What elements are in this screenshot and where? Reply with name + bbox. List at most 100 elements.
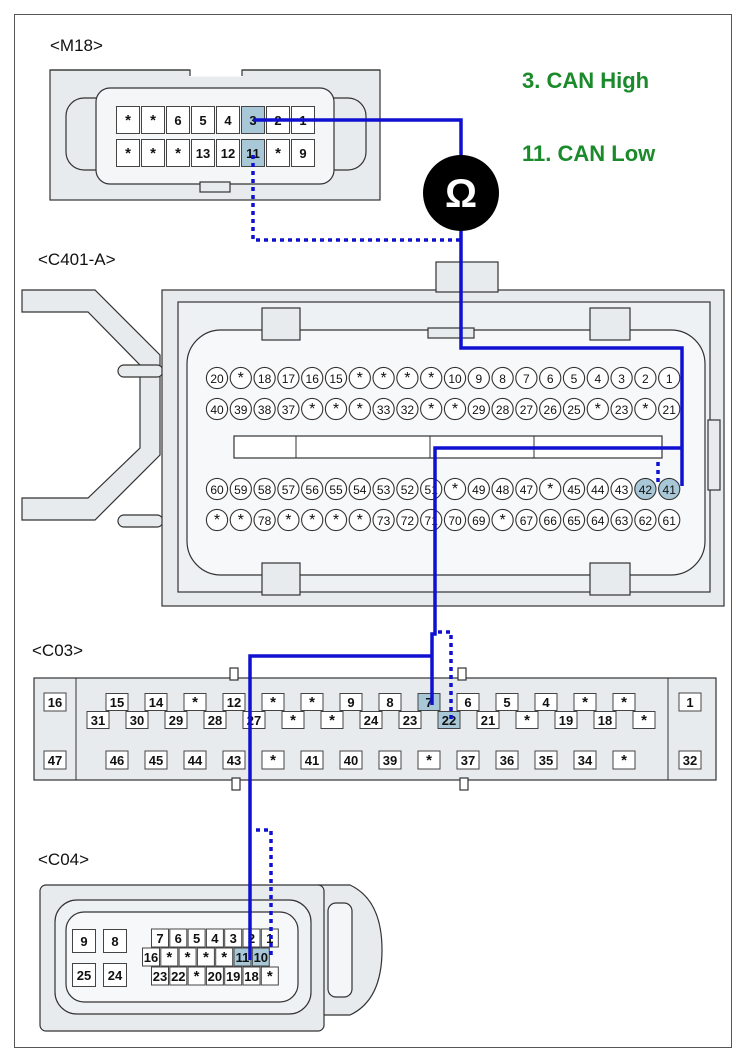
c03-pin-unused: * <box>270 752 276 769</box>
c04-pin-9-box <box>72 929 96 953</box>
c03-pin-43-box <box>222 750 246 770</box>
m18-top-edge <box>50 69 380 76</box>
m18-pin-unused-box <box>141 139 165 167</box>
c401a-pin-23-circle <box>610 397 633 421</box>
c401a-pin-unused: * <box>333 512 339 529</box>
c04-latch-slot <box>327 902 353 998</box>
c03-pin-unused-box <box>612 693 636 711</box>
c401a-pin-38-circle <box>253 397 276 421</box>
c401a-pin-29: 29 <box>472 403 486 417</box>
c401a-pin-49-circle <box>467 477 490 501</box>
c401a-pin-15-circle <box>324 366 348 390</box>
c401a-pin-67-circle <box>515 508 538 532</box>
c401a-pin-unused: * <box>452 401 458 418</box>
c04-pin-23: 23 <box>153 969 167 984</box>
ohmmeter-icon <box>423 155 499 231</box>
m18-pin-6: 6 <box>174 113 181 128</box>
m18-pin-unused: * <box>275 145 281 162</box>
c401a-key-bottom-right <box>589 562 631 596</box>
c03-pin-16-box <box>43 692 67 712</box>
c401a-pin-18-circle <box>253 366 276 390</box>
c04-pin-unused-box <box>187 966 206 986</box>
c04-pin-unused: * <box>221 949 227 966</box>
c04-label: <C04> <box>38 850 90 869</box>
c401a-pin-39: 39 <box>234 403 248 417</box>
m18-bottom-tab <box>199 181 231 193</box>
c04-pin-20-box <box>205 966 224 986</box>
c401a-pin-unused: * <box>309 512 315 529</box>
c401a-pin-66: 66 <box>544 514 558 528</box>
c401a-pin-unused-circle <box>443 397 467 421</box>
c401a-pin-23: 23 <box>615 403 629 417</box>
m18-label: <M18> <box>50 36 103 55</box>
c401a-pin-unused-circle <box>324 508 348 532</box>
c04-pin-18: 18 <box>244 969 258 984</box>
m18-pin-9-box <box>291 139 315 167</box>
c03-pin-unused-box <box>261 693 285 711</box>
c401a-pin-66-circle <box>539 508 562 532</box>
c04-pin-3-box <box>224 928 243 948</box>
c04-pin-8: 8 <box>111 934 118 949</box>
c03-pin-14: 14 <box>149 695 164 710</box>
c03-pin-19: 19 <box>559 713 573 728</box>
c401a-pin-unused-circle <box>634 397 657 421</box>
c401a-pin-73: 73 <box>377 514 391 528</box>
c04-pin-unused: * <box>166 949 172 966</box>
c401a-pin-unused: * <box>214 512 220 529</box>
c401a-pin-7: 7 <box>523 372 530 386</box>
c03-pin-unused-box <box>320 711 344 729</box>
c04-pin-4-box <box>205 928 224 948</box>
c03-pin-unused-box <box>183 693 207 711</box>
m18-pin-5: 5 <box>199 113 206 128</box>
c04-pin-unused-box <box>160 947 179 967</box>
c04-pin-25: 25 <box>77 968 91 983</box>
c401a-pin-63-circle <box>610 508 633 532</box>
c04-pin-11: 11 <box>236 950 250 965</box>
c03-pin-unused: * <box>329 712 335 729</box>
c03-top-tab-right <box>457 667 467 681</box>
c03-pin-29-box <box>164 711 188 729</box>
c04-pin-5-box <box>187 928 206 948</box>
c401a-pin-8: 8 <box>499 372 506 386</box>
c401a-latch-pin-bottom <box>117 514 164 528</box>
c03-pin-16: 16 <box>48 695 62 710</box>
c401a-pin-57-circle <box>277 477 300 501</box>
m18-pin-9: 9 <box>299 146 306 161</box>
c401a-pin-58-circle <box>253 477 276 501</box>
c03-pin-1-box <box>678 692 702 712</box>
c03-pin-23: 23 <box>403 713 417 728</box>
c401a-pin-21: 21 <box>663 403 677 417</box>
c03-pin-35-box <box>534 750 558 770</box>
c401a-pin-61: 61 <box>663 514 677 528</box>
m18-pin-unused: * <box>125 145 131 162</box>
c03-pin-34: 34 <box>578 753 593 768</box>
c401a-pin-5: 5 <box>571 372 578 386</box>
c401a-pin-64: 64 <box>591 514 605 528</box>
c03-pin-unused: * <box>192 694 198 711</box>
c03-pin-36: 36 <box>500 753 514 768</box>
m18-pin-6-box <box>166 106 190 134</box>
c401a-key-top-center <box>427 327 475 339</box>
c03-pin-32: 32 <box>683 753 697 768</box>
can-low-wire-c03 <box>438 630 453 722</box>
c401a-pin-unused-circle <box>443 477 467 501</box>
c03-pin-30: 30 <box>130 713 144 728</box>
c401a-pin-unused-circle <box>372 366 395 390</box>
c401a-pin-41: 41 <box>663 483 677 497</box>
c401a-pin-20-circle <box>205 366 229 390</box>
c401a-pin-2: 2 <box>642 372 649 386</box>
c401a-pin-unused: * <box>238 370 244 387</box>
c401a-pin-33-circle <box>372 397 395 421</box>
c401a-pin-49: 49 <box>472 483 486 497</box>
c401a-pin-43-circle <box>610 477 633 501</box>
m18-pin-4-box <box>216 106 240 134</box>
c03-pin-9: 9 <box>347 695 354 710</box>
c04-pin-24-box <box>103 963 127 987</box>
c401a-pin-65-circle <box>562 508 586 532</box>
c03-pin-14-box <box>144 693 168 711</box>
c401a-pin-62-circle <box>634 508 657 532</box>
c401a-pin-unused-circle <box>420 397 443 421</box>
c401a-pin-6: 6 <box>547 372 554 386</box>
c401a-pin-unused-circle <box>586 397 609 421</box>
c401a-pin-54-circle <box>348 477 371 501</box>
